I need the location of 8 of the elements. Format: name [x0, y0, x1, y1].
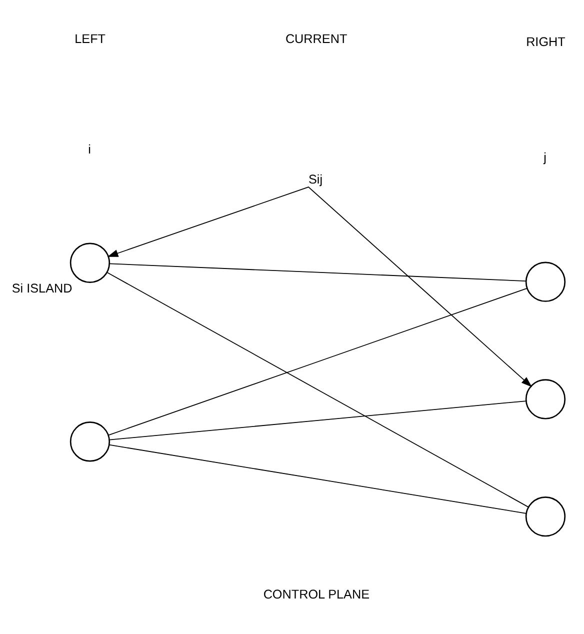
label: RIGHT	[526, 34, 566, 48]
label: i	[88, 142, 91, 156]
label: CURRENT	[285, 32, 348, 46]
edge-label: Sij	[308, 172, 323, 186]
label: LEFT	[74, 32, 106, 46]
label: CONTROL PLANE	[263, 586, 370, 601]
node-label: Si ISLAND	[12, 280, 72, 295]
label: j	[544, 150, 546, 164]
